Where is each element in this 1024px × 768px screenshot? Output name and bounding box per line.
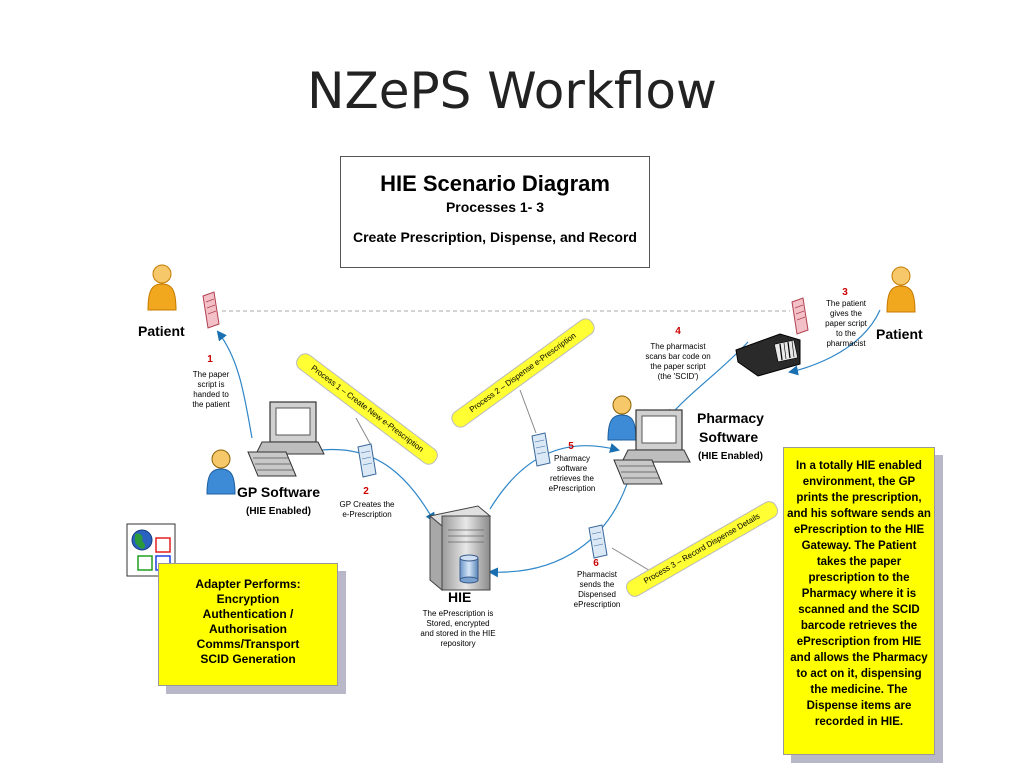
pharmacy-enabled-label: (HIE Enabled)	[698, 451, 764, 462]
step-1-number: 1	[207, 354, 213, 365]
paper-script-left-icon	[202, 291, 220, 329]
hie-server-icon	[428, 505, 492, 592]
patient-left-label: Patient	[138, 323, 185, 339]
gp-software-label: GP Software	[237, 484, 320, 500]
gp-person-icon	[206, 449, 236, 495]
eprescription-doc-5-icon	[531, 432, 551, 467]
step-5-number: 5	[568, 441, 574, 452]
step-4-number: 4	[675, 326, 681, 337]
hie-label: HIE	[448, 589, 472, 605]
scenario-subtitle: Create Prescription, Dispense, and Recor…	[353, 229, 637, 245]
scenario-processes: Processes 1- 3	[445, 199, 545, 215]
eprescription-doc-6-icon	[588, 524, 608, 559]
connector-gp-hie	[321, 448, 436, 523]
gp-computer-icon	[247, 401, 325, 477]
scenario-box: HIE Scenario Diagram Processes 1- 3 Crea…	[340, 156, 650, 268]
patient-left-icon	[147, 264, 177, 311]
step-6-number: 6	[593, 558, 599, 569]
step-3-number: 3	[842, 287, 848, 298]
gp-enabled-label: (HIE Enabled)	[246, 506, 312, 517]
eprescription-doc-2-icon	[357, 443, 377, 478]
scenario-heading: HIE Scenario Diagram	[380, 171, 610, 196]
banner1-line	[355, 417, 373, 448]
paper-script-right-icon	[791, 297, 809, 335]
barcode-scanner-icon	[735, 333, 801, 377]
connector-gp-patient	[216, 330, 253, 439]
banner2-line	[519, 389, 537, 434]
step-2-number: 2	[363, 486, 369, 497]
patient-right-label: Patient	[876, 326, 923, 342]
banner3-line	[611, 547, 653, 573]
info-box-text: In a totally HIE enabled environment, th…	[787, 460, 931, 728]
info-box: In a totally HIE enabled environment, th…	[783, 447, 935, 755]
connector-pharmacy-hie	[488, 474, 631, 578]
slide-title: NZePS Workflow	[307, 62, 717, 120]
pharmacist-person-icon	[607, 395, 637, 441]
pharmacy-label-line1: Pharmacy	[697, 410, 764, 426]
connector-patient-scanner	[788, 309, 881, 376]
adapter-box: Adapter Performs: Encryption Authenticat…	[158, 563, 338, 686]
pharmacy-computer-icon	[613, 409, 691, 485]
pharmacy-label-line2: Software	[699, 429, 759, 445]
patient-right-icon	[886, 266, 916, 313]
